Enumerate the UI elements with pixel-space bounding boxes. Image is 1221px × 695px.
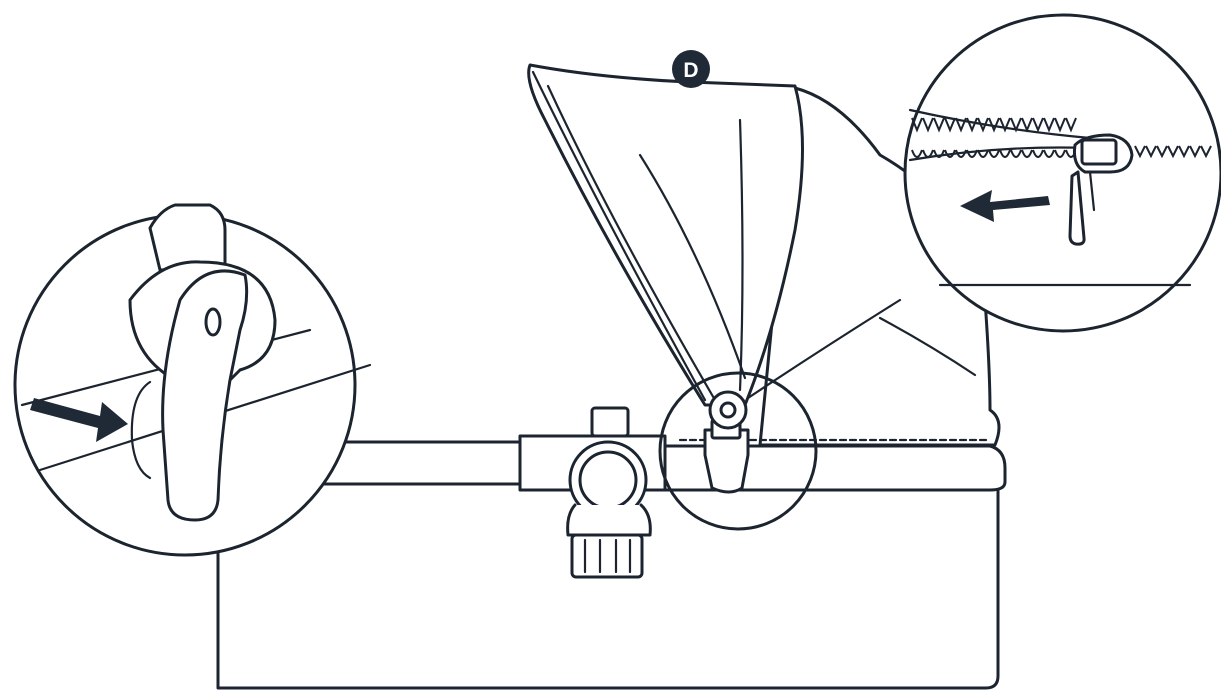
zipper-tooth	[1156, 145, 1168, 159]
zipper-tooth	[999, 149, 1011, 158]
zipper-tooth	[1167, 145, 1179, 159]
zipper-tooth	[988, 149, 1000, 158]
frame-adapter	[566, 406, 652, 579]
hinge-knob-icon	[708, 390, 748, 430]
zipper-teeth	[911, 117, 1212, 159]
zipper-tooth	[977, 117, 989, 133]
zipper-tooth	[1189, 145, 1201, 159]
zipper-tooth	[1032, 117, 1044, 133]
callout-badge-d: D	[672, 50, 710, 88]
zipper-tooth	[1010, 149, 1022, 158]
zipper-tooth	[1200, 145, 1212, 159]
zipper-tooth	[977, 149, 989, 158]
zipper-tooth	[933, 117, 945, 133]
zipper-tooth	[1065, 117, 1077, 133]
zipper-tooth	[1178, 145, 1190, 159]
zipper-tooth	[944, 149, 956, 158]
zipper-tooth	[1145, 145, 1157, 159]
right-arrow-icon	[960, 190, 1050, 222]
zipper-tooth	[1032, 149, 1044, 158]
zipper-tooth	[1054, 149, 1066, 158]
zipper-tooth	[988, 117, 1000, 133]
zipper-tooth	[922, 117, 934, 133]
zipper-tooth	[966, 117, 978, 133]
zipper-tooth	[1010, 117, 1022, 133]
right-magnifier	[903, 13, 1221, 333]
zipper-tooth	[1134, 145, 1146, 159]
zipper-tooth	[944, 117, 956, 133]
hinge-detail-circle	[658, 371, 818, 531]
left-arrow-icon	[30, 398, 128, 442]
zipper-tooth	[1043, 117, 1055, 133]
zipper-tooth	[922, 149, 934, 158]
zipper-tooth	[955, 149, 967, 158]
left-magnifier	[13, 203, 372, 557]
zipper-tooth	[1054, 117, 1066, 133]
zipper-tooth	[966, 149, 978, 158]
zipper-tooth	[1021, 117, 1033, 133]
callout-badge-label: D	[683, 59, 698, 82]
zipper-tooth	[999, 117, 1011, 133]
zipper-tooth	[911, 149, 923, 158]
zipper-pull-icon	[1068, 133, 1134, 246]
zipper-tooth	[955, 117, 967, 133]
zipper-tooth	[1043, 149, 1055, 158]
canopy-hood	[527, 63, 804, 407]
carrycot-basket	[216, 468, 1000, 690]
zipper-tooth	[1021, 149, 1033, 158]
zipper-tooth	[933, 149, 945, 158]
zipper-tooth	[911, 117, 923, 133]
